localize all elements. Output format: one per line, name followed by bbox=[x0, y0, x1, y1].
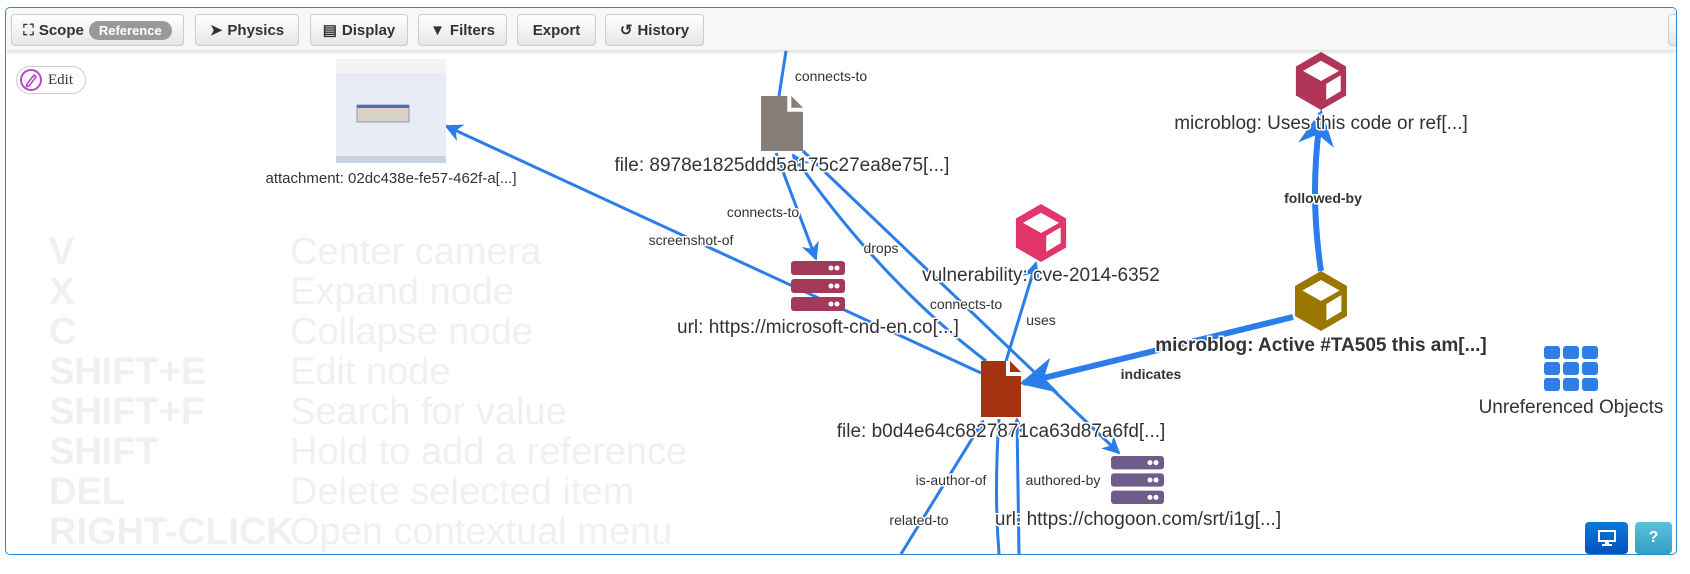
edge-label-authored-by: authored-by bbox=[1026, 472, 1101, 488]
edge-uses[interactable] bbox=[1004, 261, 1040, 362]
node-label-file-red: file: b0d4e64c6827871ca63d87a6fd[...] bbox=[837, 421, 1166, 442]
physics-button[interactable]: ➤ Physics bbox=[195, 14, 299, 46]
shortcut-key: C bbox=[49, 311, 77, 353]
node-label-vulnerability: vulnerability: cve-2014-6352 bbox=[922, 265, 1160, 286]
shortcut-key: V bbox=[49, 231, 75, 273]
edge-is-author-of[interactable] bbox=[995, 418, 1001, 554]
help-button[interactable]: ? bbox=[1635, 522, 1672, 554]
display-mode-button[interactable] bbox=[1585, 522, 1628, 554]
edge-label-screenshot-of: screenshot-of bbox=[649, 232, 734, 248]
shortcut-action: Delete selected item bbox=[290, 471, 635, 513]
edit-label: Edit bbox=[48, 71, 73, 88]
edge-label-indicates: indicates bbox=[1121, 366, 1182, 382]
shortcut-action: Collapse node bbox=[290, 311, 533, 353]
edge-label-followed-by: followed-by bbox=[1284, 190, 1362, 206]
node-label-url-purple: url: https://chogoon.com/srt/i1g[...] bbox=[995, 509, 1281, 530]
shortcut-action: Expand node bbox=[290, 271, 514, 313]
scope-badge: Reference bbox=[88, 20, 172, 40]
edge-label-connects-purple: connects-to bbox=[930, 296, 1003, 312]
url-purple-icon[interactable] bbox=[1111, 456, 1164, 504]
shortcut-key: SHIFT+E bbox=[49, 351, 207, 393]
scope-button[interactable]: ⛶ Scope Reference bbox=[11, 14, 184, 46]
help-label: ? bbox=[1648, 529, 1659, 546]
graph-panel[interactable]: ⛶ Scope Reference ➤ Physics ▤ Display ▼ … bbox=[5, 7, 1677, 555]
history-icon: ↺ bbox=[619, 22, 633, 39]
display-label: Display bbox=[341, 21, 396, 39]
export-label: Export bbox=[532, 21, 581, 39]
edge-connects-purple[interactable] bbox=[801, 149, 1121, 455]
list-icon: ▤ bbox=[322, 22, 337, 39]
scope-label: Scope bbox=[38, 21, 84, 39]
microblog-top-icon[interactable] bbox=[1295, 52, 1347, 110]
edge-followed-by[interactable] bbox=[1298, 109, 1334, 272]
node-label-unreferenced: Unreferenced Objects bbox=[1479, 397, 1664, 418]
filter-icon: ▼ bbox=[430, 21, 445, 39]
microblog-active-icon[interactable] bbox=[1295, 271, 1347, 331]
shortcut-key: DEL bbox=[49, 471, 125, 513]
shortcut-key: SHIFT bbox=[49, 431, 159, 473]
toolbar-overflow-button[interactable] bbox=[1668, 14, 1676, 46]
node-label-file-gray: file: 8978e1825ddd5a175c27ea8e75[...] bbox=[615, 155, 950, 176]
edge-screenshot-of[interactable] bbox=[444, 124, 982, 375]
edge-related-to[interactable] bbox=[899, 419, 985, 554]
edge-label-top-connects: connects-to bbox=[795, 68, 868, 84]
edge-drops[interactable] bbox=[791, 153, 987, 363]
shortcut-action: Center camera bbox=[290, 231, 542, 273]
filters-button[interactable]: ▼ Filters bbox=[418, 14, 507, 46]
shortcut-key: SHIFT+F bbox=[49, 391, 205, 433]
physics-label: Physics bbox=[227, 21, 285, 39]
export-button[interactable]: Export bbox=[517, 14, 596, 46]
shortcut-key: X bbox=[49, 271, 75, 313]
monitor-icon bbox=[1597, 530, 1616, 546]
vulnerability-icon[interactable] bbox=[1015, 204, 1067, 262]
scope-frame-icon: ⛶ bbox=[23, 21, 34, 39]
shortcut-action: Edit node bbox=[290, 351, 451, 393]
shuttle-icon: ➤ bbox=[209, 22, 223, 39]
url-maroon-icon[interactable] bbox=[791, 261, 845, 311]
history-label: History bbox=[637, 21, 690, 39]
node-label-microblog-active: microblog: Active #TA505 this am[...] bbox=[1155, 335, 1487, 356]
file-gray-icon[interactable] bbox=[761, 96, 803, 151]
node-label-attachment: attachment: 02dc438e-fe57-462f-a[...] bbox=[266, 170, 517, 187]
unreferenced-grid-icon[interactable] bbox=[1544, 346, 1598, 391]
edge-label-drops: drops bbox=[863, 240, 898, 256]
node-label-url-maroon: url: https://microsoft-cnd-en.co[...] bbox=[677, 317, 959, 338]
attachment-thumbnail[interactable] bbox=[336, 59, 446, 163]
node-label-microblog-top: microblog: Uses this code or ref[...] bbox=[1174, 113, 1468, 134]
edge-authored-by[interactable] bbox=[1008, 417, 1027, 554]
shortcut-action: Open contextual menu bbox=[290, 511, 673, 553]
edge-label-is-author-of: is-author-of bbox=[916, 472, 987, 488]
display-button[interactable]: ▤ Display bbox=[310, 14, 408, 46]
edge-connects-maroon[interactable] bbox=[774, 152, 819, 261]
edge-top-connects[interactable] bbox=[777, 50, 788, 97]
shortcut-key: RIGHT-CLICK bbox=[49, 511, 294, 553]
shortcut-action: Search for value bbox=[290, 391, 567, 433]
filters-label: Filters bbox=[449, 21, 495, 39]
edge-label-uses: uses bbox=[1026, 312, 1056, 328]
edge-label-connects-maroon: connects-to bbox=[727, 204, 800, 220]
edge-label-related-to: related-to bbox=[889, 512, 948, 528]
graph-canvas[interactable]: connects-to screenshot-of connects-to drops… bbox=[5, 7, 1677, 555]
pencil-icon bbox=[20, 69, 42, 91]
toolbar: ⛶ Scope Reference ➤ Physics ▤ Display ▼ … bbox=[6, 8, 1676, 50]
history-button[interactable]: ↺ History bbox=[605, 14, 704, 46]
edit-button[interactable]: Edit bbox=[16, 66, 86, 94]
edge-indicates[interactable] bbox=[1019, 314, 1294, 393]
shortcut-action: Hold to add a reference bbox=[290, 431, 688, 473]
file-red-icon[interactable] bbox=[981, 361, 1021, 417]
